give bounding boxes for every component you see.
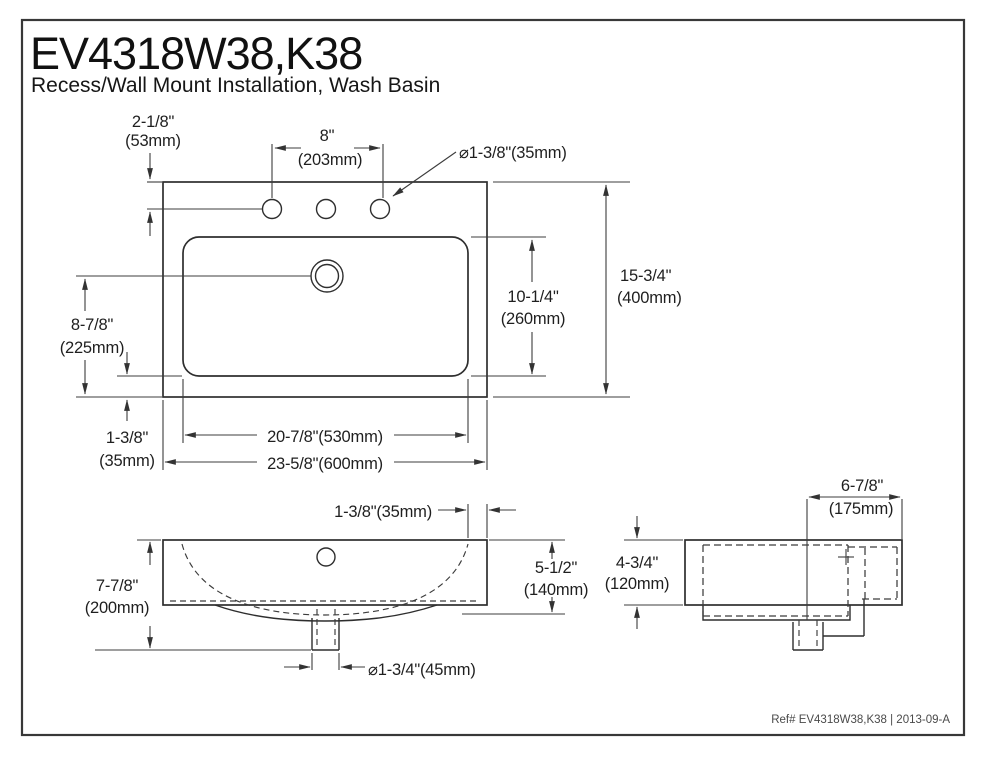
dim-label: 10-1/4"	[507, 288, 559, 306]
faucet-hole-right	[369, 198, 391, 220]
dim-label: 8-7/8"	[71, 316, 114, 334]
bowl-outline-top	[182, 236, 469, 377]
dim-front-rim: 1-3/8" (35mm)	[99, 352, 182, 470]
top-view: 2-1/8" (53mm) 8" (203mm) ⌀1-3/8"(35mm) 1…	[60, 113, 682, 473]
faucet-hole-center	[315, 198, 337, 220]
dim-label: 23-5/8"(600mm)	[267, 455, 383, 473]
dim-hole-offset: 2-1/8" (53mm)	[125, 113, 262, 236]
dim-label: 6-7/8"	[841, 477, 884, 495]
bowl-hidden-curve	[181, 543, 469, 616]
dim-label: ⌀1-3/4"(45mm)	[368, 661, 476, 679]
dim-hole-spacing: 8" (203mm)	[271, 127, 384, 198]
reference-number: Ref# EV4318W38,K38 | 2013-09-A	[771, 714, 950, 726]
leader-line	[392, 151, 457, 197]
dim-label: (400mm)	[617, 289, 682, 307]
dim-basin-height: 5-1/2" (140mm)	[462, 539, 589, 615]
front-view: 1-3/8"(35mm) 7-7/8" (200mm) 5-1/2" (140m…	[85, 503, 589, 679]
dim-label: 5-1/2"	[535, 559, 578, 577]
drain-inner-circle	[314, 263, 340, 289]
dim-label: (200mm)	[85, 599, 150, 617]
dim-label: (35mm)	[99, 452, 155, 470]
dim-label: 8"	[320, 127, 335, 145]
dim-label: 20-7/8"(530mm)	[267, 428, 383, 446]
bowl-underside-curve	[214, 604, 438, 622]
dim-bowl-width: 20-7/8"(530mm)	[182, 379, 469, 446]
dim-label: ⌀1-3/8"(35mm)	[459, 144, 567, 162]
dim-overall-width: 23-5/8"(600mm)	[162, 400, 488, 473]
dim-label: (53mm)	[125, 132, 181, 150]
dim-label: 4-3/4"	[616, 554, 659, 572]
dim-label: 1-3/8"	[106, 429, 149, 447]
dim-hole-diameter: ⌀1-3/8"(35mm)	[392, 144, 567, 197]
dim-label: 2-1/8"	[132, 113, 175, 131]
dim-drain-setback: 6-7/8" (175mm)	[806, 477, 903, 620]
page-title: EV4318W38,K38	[30, 28, 362, 79]
basin-outline-top	[162, 181, 488, 398]
basin-outline-front	[162, 539, 488, 606]
dim-label: (225mm)	[60, 339, 125, 357]
dim-rim-thickness: 1-3/8"(35mm)	[334, 503, 516, 538]
overflow-hole	[316, 547, 336, 567]
dim-label: (203mm)	[298, 151, 363, 169]
faucet-hole-left	[261, 198, 283, 220]
dim-bowl-depth: 10-1/4" (260mm)	[471, 236, 566, 377]
dim-label: 7-7/8"	[96, 577, 139, 595]
sheet-border	[20, 18, 966, 737]
dim-label: 1-3/8"(35mm)	[334, 503, 432, 521]
dim-label: (260mm)	[501, 310, 566, 328]
dim-label: (140mm)	[524, 581, 589, 599]
dim-drain-to-front: 8-7/8" (225mm)	[60, 275, 311, 398]
dim-label: (120mm)	[605, 575, 670, 593]
dim-label: 15-3/4"	[620, 267, 672, 285]
dim-overall-depth: 15-3/4" (400mm)	[493, 181, 682, 398]
side-view: 6-7/8" (175mm) 4-3/4" (120mm)	[605, 477, 903, 651]
dim-label: (175mm)	[829, 500, 894, 518]
dim-side-height: 4-3/4" (120mm)	[605, 516, 683, 629]
bowl-underside-side	[702, 605, 851, 621]
dim-drain-diameter: ⌀1-3/4"(45mm)	[284, 653, 476, 679]
basin-outline-side	[684, 539, 903, 606]
header: EV4318W38,K38 Recess/Wall Mount Installa…	[30, 28, 440, 97]
dim-overall-height: 7-7/8" (200mm)	[85, 539, 311, 651]
page-subtitle: Recess/Wall Mount Installation, Wash Bas…	[31, 74, 440, 97]
